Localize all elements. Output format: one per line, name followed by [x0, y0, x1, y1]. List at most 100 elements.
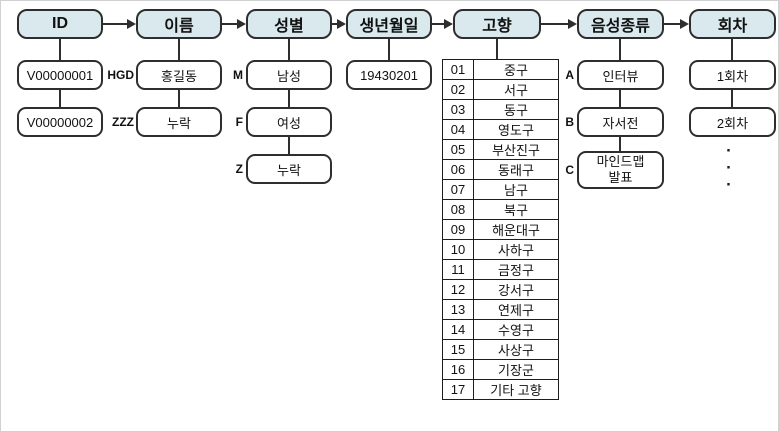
name-cell: 기타 고향: [473, 379, 559, 400]
code-cell: 06: [442, 159, 474, 180]
column-header-voice-type: 음성종류: [577, 9, 664, 39]
code-cell: 09: [442, 219, 474, 240]
flow-arrow-line: [103, 23, 129, 25]
connector-line: [496, 39, 498, 59]
name-cell: 서구: [473, 79, 559, 100]
connector-line: [619, 39, 621, 60]
name-cell: 수영구: [473, 319, 559, 340]
name-cell: 북구: [473, 199, 559, 220]
flow-arrow-line: [222, 23, 239, 25]
birthdate-value: 19430201: [346, 60, 432, 90]
ellipsis-dot: ·: [726, 175, 732, 194]
column-header-hometown: 고향: [453, 9, 541, 39]
connector-line: [59, 39, 61, 60]
column-header-gender: 성별: [246, 9, 332, 39]
name-cell: 중구: [473, 59, 559, 80]
connector-line: [288, 39, 290, 60]
arrow-right-icon: [237, 19, 246, 29]
key-label-c: C: [565, 163, 574, 177]
arrow-right-icon: [680, 19, 689, 29]
flow-arrow-line: [332, 23, 339, 25]
key-label-m: M: [233, 68, 243, 82]
voice-value-interview: 인터뷰: [577, 60, 664, 90]
name-cell: 부산진구: [473, 139, 559, 160]
flow-arrow-line: [541, 23, 570, 25]
id-value-1: V00000001: [17, 60, 103, 90]
code-cell: 01: [442, 59, 474, 80]
session-value-1: 1회차: [689, 60, 776, 90]
column-header-birthdate: 생년월일: [346, 9, 432, 39]
connector-line: [619, 137, 621, 151]
flow-arrow-line: [664, 23, 682, 25]
connector-line: [731, 39, 733, 60]
arrow-right-icon: [337, 19, 346, 29]
id-value-2: V00000002: [17, 107, 103, 137]
name-cell: 동래구: [473, 159, 559, 180]
connector-line: [731, 90, 733, 107]
connector-line: [288, 90, 290, 107]
key-label-hgd: HGD: [107, 68, 134, 82]
key-label-z: Z: [235, 162, 243, 176]
connector-line: [178, 39, 180, 60]
name-cell: 동구: [473, 99, 559, 120]
code-cell: 05: [442, 139, 474, 160]
arrow-right-icon: [444, 19, 453, 29]
key-label-zzz: ZZZ: [112, 115, 134, 129]
name-value-missing: 누락: [136, 107, 222, 137]
voice-value-autobiography: 자서전: [577, 107, 664, 137]
gender-value-missing: 누락: [246, 154, 332, 184]
connector-line: [288, 137, 290, 154]
name-cell: 사하구: [473, 239, 559, 260]
name-cell: 금정구: [473, 259, 559, 280]
code-cell: 03: [442, 99, 474, 120]
key-label-f: F: [235, 115, 243, 129]
connector-line: [59, 90, 61, 107]
code-cell: 02: [442, 79, 474, 100]
name-cell: 강서구: [473, 279, 559, 300]
name-cell: 영도구: [473, 119, 559, 140]
key-label-a: A: [565, 68, 574, 82]
code-cell: 16: [442, 359, 474, 380]
code-cell: 07: [442, 179, 474, 200]
name-cell: 기장군: [473, 359, 559, 380]
code-cell: 15: [442, 339, 474, 360]
connector-line: [619, 90, 621, 107]
flow-arrow-line: [432, 23, 446, 25]
code-cell: 08: [442, 199, 474, 220]
column-header-id: ID: [17, 9, 103, 39]
connector-line: [388, 39, 390, 60]
gender-value-male: 남성: [246, 60, 332, 90]
code-cell: 13: [442, 299, 474, 320]
name-value-hong: 홍길동: [136, 60, 222, 90]
code-cell: 04: [442, 119, 474, 140]
session-value-2: 2회차: [689, 107, 776, 137]
code-cell: 12: [442, 279, 474, 300]
column-header-session: 회차: [689, 9, 776, 39]
voice-value-mindmap-line1: 마인드맵: [596, 153, 645, 169]
arrow-right-icon: [568, 19, 577, 29]
voice-value-mindmap-line2: 발표: [608, 170, 633, 185]
key-label-b: B: [565, 115, 574, 129]
name-cell: 남구: [473, 179, 559, 200]
name-cell: 해운대구: [473, 219, 559, 240]
connector-line: [178, 90, 180, 107]
code-cell: 17: [442, 379, 474, 400]
